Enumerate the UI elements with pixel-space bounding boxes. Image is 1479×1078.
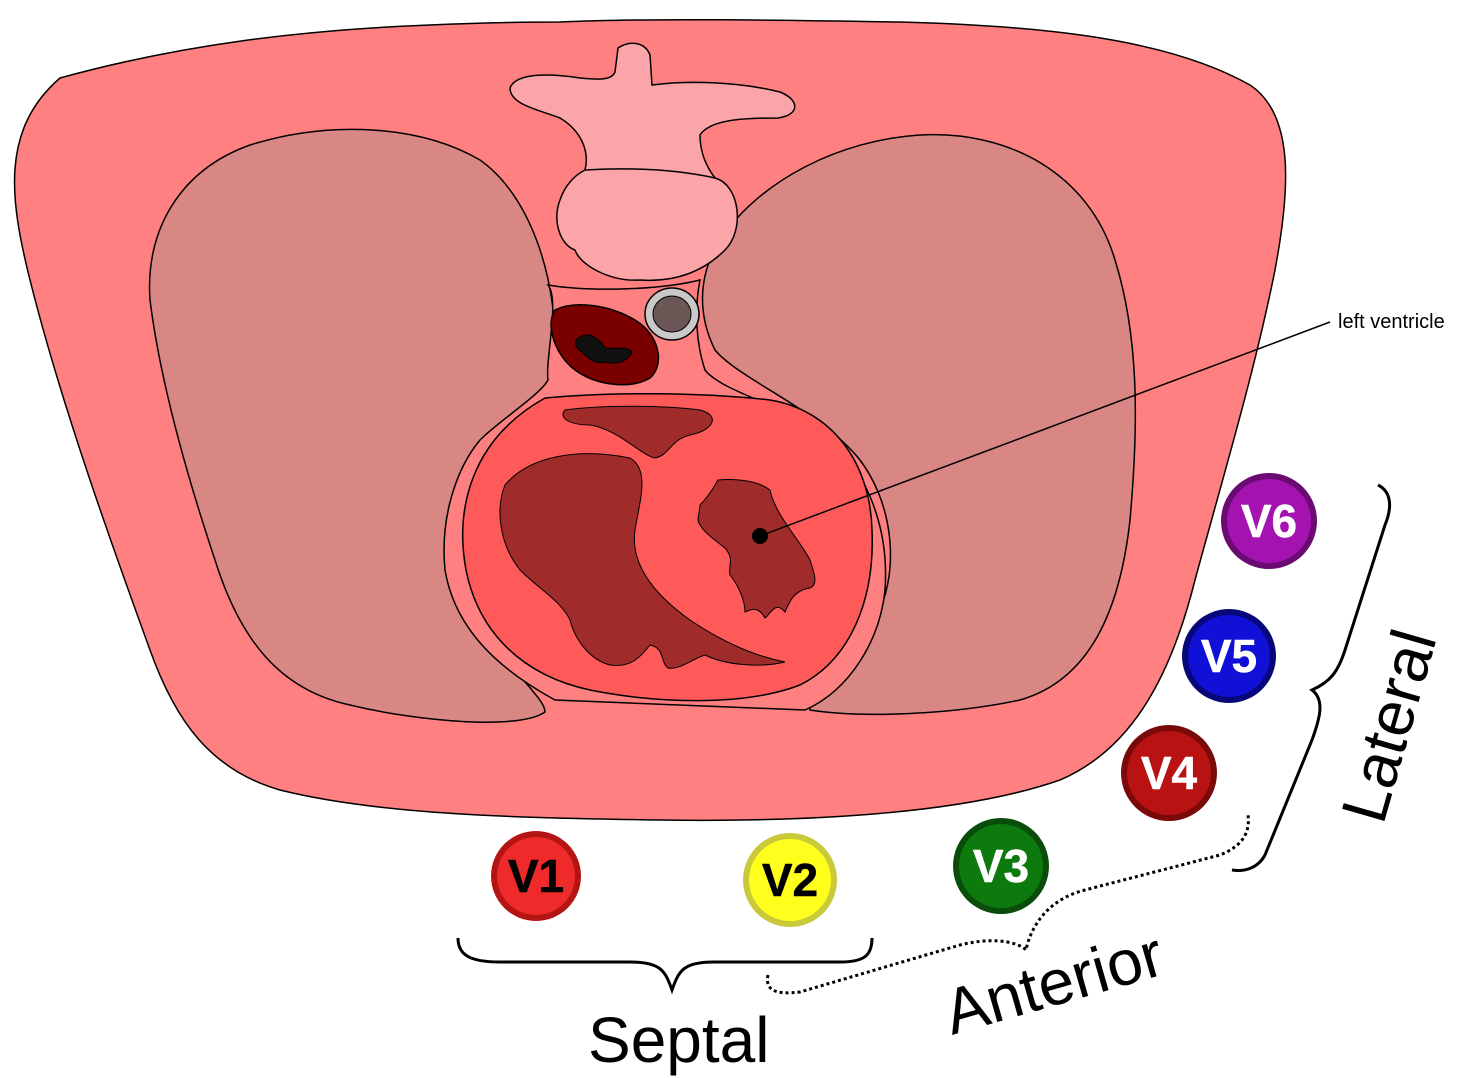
septal-brace — [458, 938, 872, 990]
lead-v2: V2 — [743, 833, 837, 927]
lead-v2-label: V2 — [762, 854, 818, 906]
lead-v3-label: V3 — [973, 840, 1029, 892]
lead-v5-label: V5 — [1201, 630, 1257, 682]
annotation-dot — [752, 528, 768, 544]
lead-v6-label: V6 — [1241, 495, 1297, 547]
lateral-label: Lateral — [1327, 622, 1450, 830]
lead-v4: V4 — [1121, 725, 1217, 821]
lead-v6: V6 — [1221, 473, 1317, 569]
lead-v3: V3 — [953, 818, 1049, 914]
lead-v4-label: V4 — [1141, 747, 1198, 799]
anterior-label: Anterior — [936, 917, 1171, 1048]
lead-v1: V1 — [491, 831, 581, 921]
lead-v5: V5 — [1182, 609, 1276, 703]
septal-label: Septal — [588, 1004, 769, 1076]
aorta-lumen — [653, 296, 691, 332]
annotation-label: left ventricle — [1338, 311, 1445, 333]
lead-v1-label: V1 — [508, 850, 564, 902]
